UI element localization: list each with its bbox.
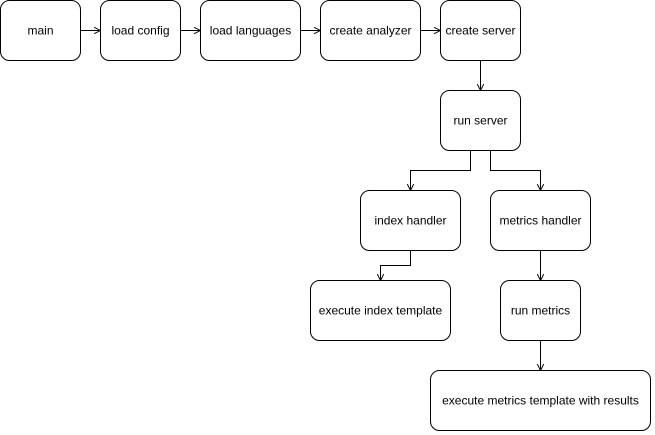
node-main: main: [0, 0, 81, 61]
node-load-config: load config: [100, 0, 181, 61]
node-metrics-handler-label: metrics handler: [499, 214, 581, 228]
edge-run-server-to-metrics-handler: [490, 150, 541, 191]
edges: [80, 31, 541, 371]
node-index-handler-label: index handler: [374, 214, 446, 228]
node-run-server: run server: [440, 90, 521, 151]
node-load-config-label: load config: [111, 24, 169, 38]
node-metrics-handler: metrics handler: [490, 190, 591, 251]
node-load-languages-label: load languages: [210, 24, 291, 38]
node-run-server-label: run server: [453, 114, 507, 128]
edge-index-handler-to-execute-index-template: [381, 250, 411, 281]
node-index-handler: index handler: [360, 190, 461, 251]
node-execute-index-template-label: execute index template: [319, 304, 443, 318]
node-create-server-label: create server: [445, 24, 515, 38]
node-load-languages: load languages: [200, 0, 301, 61]
node-main-label: main: [27, 24, 53, 38]
node-execute-metrics-template-label: execute metrics template with results: [442, 394, 639, 408]
node-create-server: create server: [440, 0, 521, 61]
node-run-metrics: run metrics: [500, 280, 581, 341]
node-execute-metrics-template: execute metrics template with results: [430, 370, 651, 431]
node-create-analyzer: create analyzer: [320, 0, 421, 61]
edge-run-server-to-index-handler: [411, 150, 471, 191]
node-run-metrics-label: run metrics: [511, 304, 570, 318]
node-execute-index-template: execute index template: [310, 280, 451, 341]
node-create-analyzer-label: create analyzer: [329, 24, 411, 38]
